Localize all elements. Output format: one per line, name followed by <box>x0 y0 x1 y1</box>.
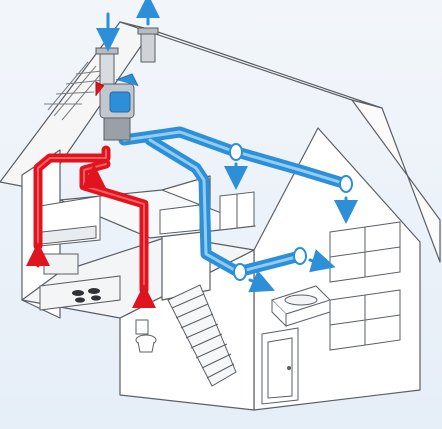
staircase-icon <box>167 284 237 387</box>
stove-icon <box>72 288 101 303</box>
window-icon <box>219 191 401 351</box>
kitchen <box>39 253 121 311</box>
airflow-arrow-icon <box>248 270 276 293</box>
airflow-arrows <box>26 0 358 308</box>
toilet-icon <box>135 319 157 353</box>
heat-recovery-unit-icon <box>95 73 139 141</box>
roof-ridge <box>119 21 383 109</box>
supply-ducts <box>118 126 353 281</box>
gable-right <box>351 99 441 263</box>
door-icon <box>261 327 299 405</box>
airflow-arrow-icon <box>308 249 336 273</box>
